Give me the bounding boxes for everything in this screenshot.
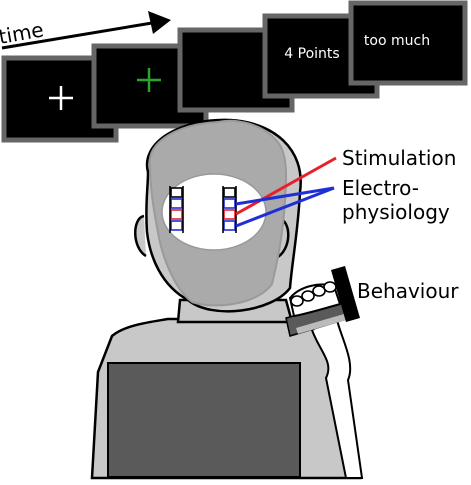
behaviour-label: Behaviour — [357, 279, 459, 303]
finger-1 — [290, 295, 304, 307]
finger-3 — [312, 285, 326, 297]
electrophysiology-label-line1: Electro- — [342, 176, 419, 200]
stimulation-label: Stimulation — [342, 146, 456, 170]
response-box-stripe — [296, 314, 346, 334]
electrophysiology-label-line2: physiology — [342, 200, 450, 224]
finger-4 — [323, 281, 337, 293]
timeline-screens: 4 Points too much — [1, 0, 468, 143]
subject-hand — [288, 281, 342, 318]
response-box-panel — [331, 266, 360, 322]
screen-feedback: too much — [348, 0, 468, 86]
response-box — [285, 266, 360, 337]
electrophysiology-wires — [235, 186, 335, 228]
laptop — [107, 362, 301, 478]
electrode-cap — [161, 173, 267, 251]
electrode-strip-right — [222, 186, 237, 233]
subject-left-ear — [134, 214, 147, 258]
time-arrow — [1, 11, 171, 50]
finger-2 — [301, 290, 315, 302]
screen-feedback-text: too much — [364, 33, 430, 49]
electrode-strip-left — [169, 186, 184, 233]
subject-arm — [310, 314, 364, 479]
stimulation-wire — [235, 156, 337, 216]
subject-head — [134, 118, 302, 313]
screen-points-text: 4 Points — [284, 46, 339, 62]
